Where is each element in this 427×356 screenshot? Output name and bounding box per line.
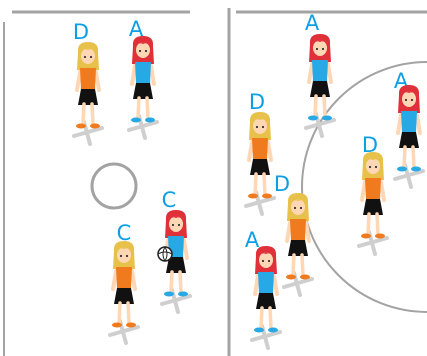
shoe <box>308 116 318 121</box>
shoe <box>397 167 407 172</box>
shoe <box>286 275 296 280</box>
shirt <box>116 267 132 289</box>
shoe <box>248 194 258 199</box>
skirt <box>78 89 98 105</box>
legs <box>119 303 129 323</box>
player-6: D <box>246 90 274 214</box>
skirt <box>310 81 330 97</box>
player-figure <box>74 42 102 144</box>
position-label: D <box>249 90 265 114</box>
shirt <box>258 272 274 294</box>
shoe <box>300 275 310 280</box>
skirt <box>363 199 383 215</box>
shoe <box>145 118 155 123</box>
face <box>253 118 267 134</box>
shirt <box>252 138 268 160</box>
position-label: D <box>73 20 89 44</box>
player-figure <box>284 193 312 295</box>
player-7: D <box>274 172 312 295</box>
position-label: C <box>162 188 177 212</box>
shoe <box>112 323 122 328</box>
shoe <box>268 328 278 333</box>
shirt <box>365 178 381 200</box>
player-9: A <box>394 69 423 187</box>
position-label: A <box>245 228 260 252</box>
player-figure <box>359 152 387 254</box>
legs <box>368 214 378 234</box>
player-figure <box>158 210 190 312</box>
face <box>259 252 273 268</box>
face <box>402 91 416 107</box>
shoe <box>361 234 371 239</box>
shoe <box>131 118 141 123</box>
shoe <box>76 124 86 129</box>
skirt <box>133 83 153 99</box>
shoe <box>411 167 421 172</box>
skirt <box>399 132 419 148</box>
player-1: D <box>73 20 102 144</box>
legs <box>293 255 303 275</box>
shoe <box>164 292 174 297</box>
shoe <box>322 116 332 121</box>
shirt <box>401 111 417 133</box>
player-3: C <box>110 221 138 343</box>
center-circle <box>92 164 136 208</box>
position-label: A <box>305 11 320 35</box>
shoe <box>90 124 100 129</box>
legs <box>404 147 414 167</box>
shoe <box>254 328 264 333</box>
shirt <box>312 60 328 82</box>
face <box>136 42 150 58</box>
legs <box>138 98 148 118</box>
shoe <box>375 234 385 239</box>
legs <box>315 96 325 116</box>
shirt <box>290 219 306 241</box>
player-5: A <box>305 11 334 136</box>
face <box>169 216 183 232</box>
legs <box>255 174 265 194</box>
netball-icon <box>158 247 172 261</box>
player-figure <box>395 85 423 187</box>
legs <box>261 308 271 328</box>
shoe <box>178 292 188 297</box>
skirt <box>250 159 270 175</box>
skirt <box>114 288 134 304</box>
position-label: D <box>274 172 290 196</box>
shirt <box>80 68 96 90</box>
legs <box>83 104 93 124</box>
face <box>81 48 95 64</box>
player-figure <box>110 241 138 343</box>
face <box>291 199 305 215</box>
shirt <box>135 62 151 84</box>
face <box>117 247 131 263</box>
skirt <box>256 293 276 309</box>
player-8: A <box>245 228 280 348</box>
shoe <box>126 323 136 328</box>
player-figure <box>129 36 157 138</box>
player-2: A <box>129 17 157 138</box>
face <box>366 158 380 174</box>
shoe <box>262 194 272 199</box>
player-figure <box>246 112 274 214</box>
skirt <box>288 240 308 256</box>
player-10: D <box>359 133 387 254</box>
player-4: C <box>158 188 190 312</box>
legs <box>171 272 181 292</box>
player-figure <box>252 246 280 348</box>
face <box>313 40 327 56</box>
